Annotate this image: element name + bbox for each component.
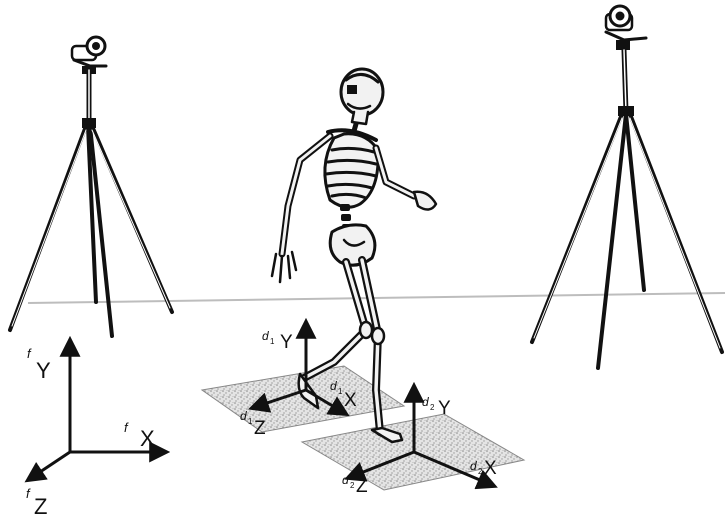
global-x-label: X [140, 426, 155, 451]
plate1-z-label: Z [254, 418, 266, 439]
plate1-x-sub: 1 [338, 387, 343, 396]
right-camera-icon [606, 6, 646, 50]
left-camera-icon [72, 37, 106, 74]
left-camera-tripod [10, 37, 172, 336]
global-frame-labels: f Y f X f Z [26, 346, 155, 517]
plate2-x-sub: 2 [478, 467, 483, 476]
right-camera-tripod [532, 6, 722, 368]
global-x-prefix: f [124, 420, 129, 435]
plate2-z-label: Z [356, 476, 368, 497]
plate2-y-sub: 2 [430, 403, 435, 412]
global-z-prefix: f [26, 486, 31, 501]
plate1-x-label: X [344, 390, 357, 411]
plate1-y-label: Y [280, 332, 293, 353]
global-y-prefix: f [27, 346, 32, 361]
plate2-z-sub: 2 [350, 481, 355, 490]
floor-horizon-line [28, 293, 725, 303]
plate1-z-sub: 1 [248, 417, 253, 426]
global-z-axis [28, 452, 70, 480]
plate1-x-prefix: d [330, 379, 337, 393]
plate1-z-prefix: d [240, 409, 247, 423]
global-z-label: Z [34, 494, 47, 517]
plate1-y-sub: 1 [270, 337, 275, 346]
global-y-label: Y [36, 358, 51, 383]
plate2-y-prefix: d [422, 395, 429, 409]
plate2-x-prefix: d [470, 459, 477, 473]
plate2-y-label: Y [438, 398, 451, 419]
plate2-z-prefix: d [342, 473, 349, 487]
plate2-x-label: X [484, 458, 497, 479]
plate1-y-prefix: d [262, 329, 269, 343]
